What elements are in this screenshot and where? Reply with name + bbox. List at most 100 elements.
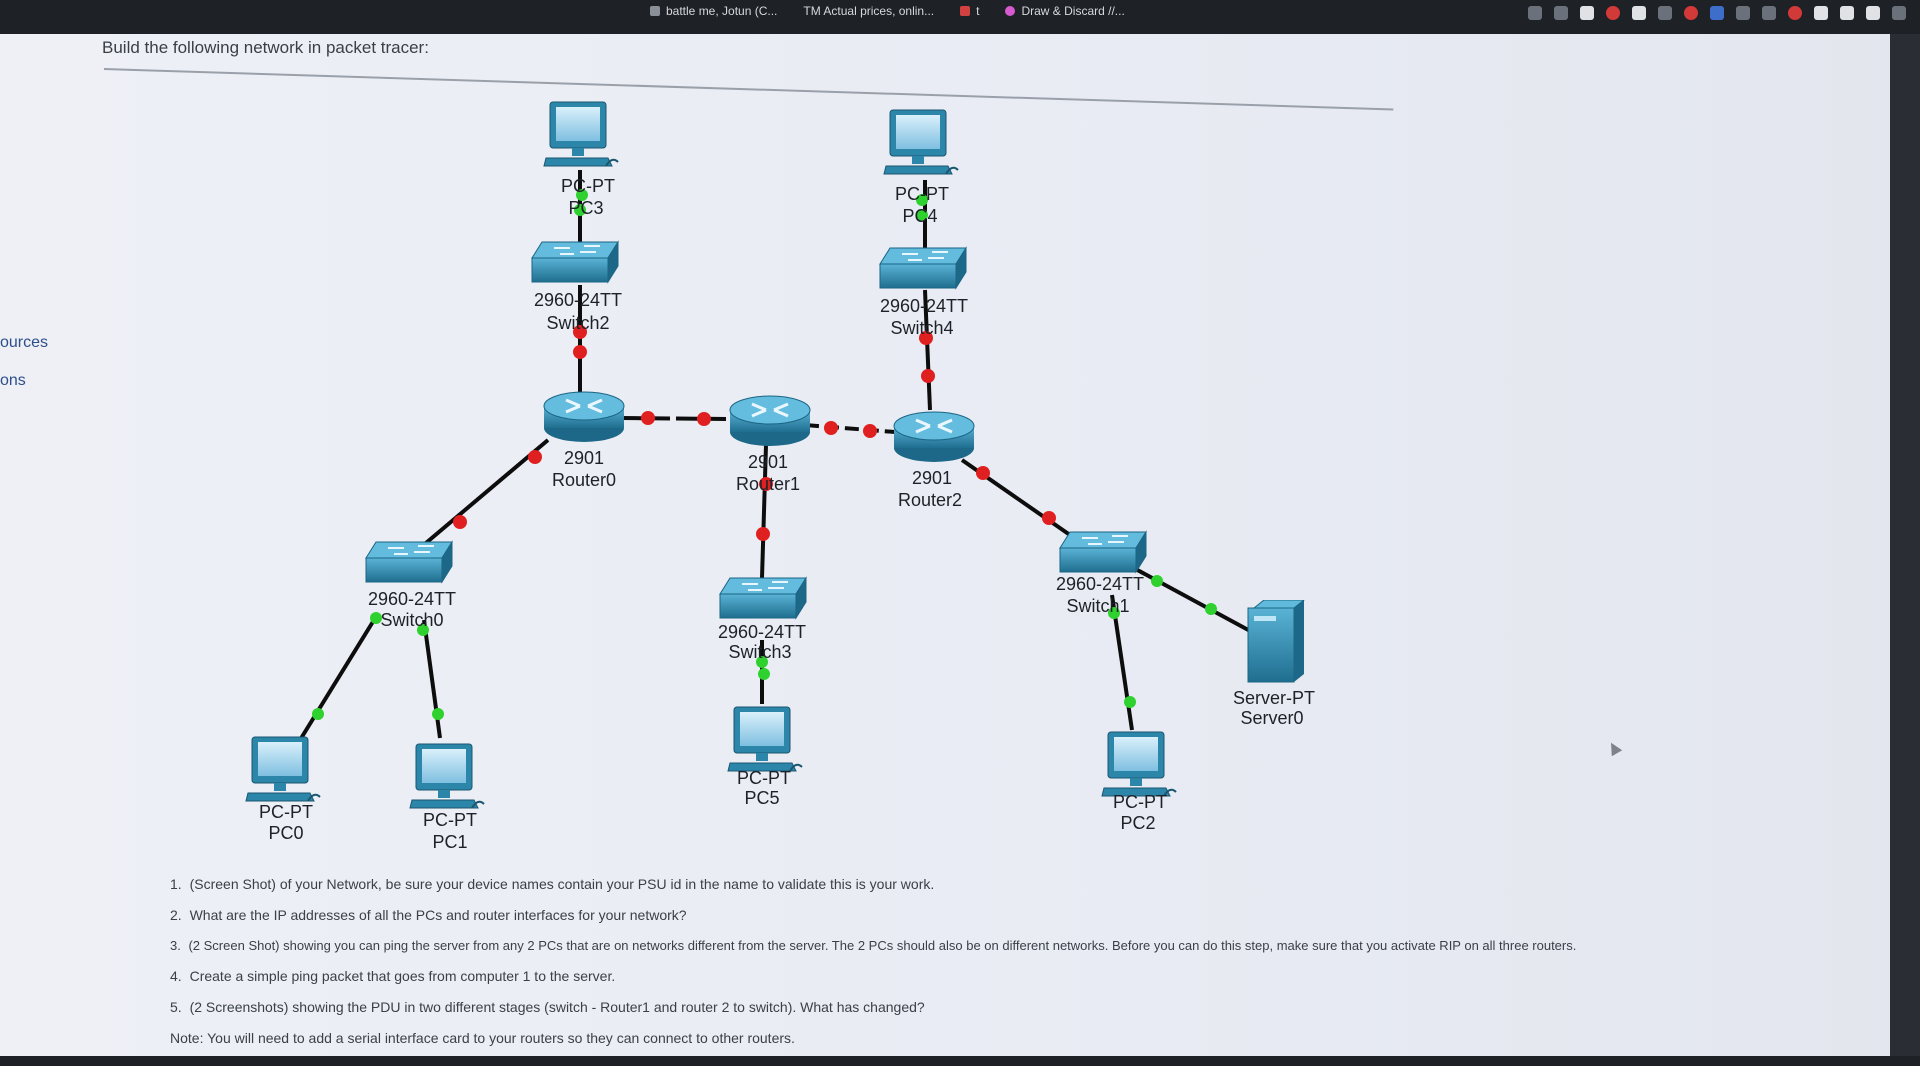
device-name-label: Switch3 [728,642,791,662]
link-switch4-router2 [923,289,932,411]
switch-icon [365,541,453,583]
link-up-indicator [758,668,770,680]
router2-device[interactable]: 2901 Router2 [892,410,976,510]
browser-tab[interactable]: t [960,4,979,18]
link-up-indicator [1108,607,1120,619]
device-name-label: Switch4 [890,318,953,338]
profile-avatar-icon[interactable] [1892,6,1906,20]
bookmark-star-icon[interactable] [1580,6,1594,20]
switch3-device[interactable]: 2960-24TT Switch3 [718,577,807,662]
device-model-label: PC-PT [423,810,477,830]
switch0-device[interactable]: 2960-24TT Switch0 [365,541,456,630]
switch-icon [719,577,807,619]
tab-label: Draw & Discard //... [1021,4,1125,18]
share-icon[interactable] [1554,6,1568,20]
link-up-indicator [432,708,444,720]
pc0-device[interactable]: PC-PT PC0 [245,736,321,843]
extension-toolbar [1528,6,1906,20]
link-down-indicator [573,345,587,359]
sidebar-link-questions[interactable]: ons [0,372,26,389]
device-model-label: 2901 [912,468,952,488]
pc-icon [1101,731,1177,797]
browser-tab[interactable]: battle me, Jotun (C... [650,4,777,18]
switch2-device[interactable]: 2960-24TT Switch2 [531,241,622,333]
pc1-device[interactable]: PC-PT PC1 [409,743,485,852]
assignment-page: Build the following network in packet tr… [0,34,1920,1066]
zoom-icon[interactable] [1528,6,1542,20]
extension-icon[interactable] [1632,6,1646,20]
extension-icon[interactable] [1788,6,1802,20]
sidebar-link-resources[interactable]: ources [0,334,49,351]
link-up-indicator [574,204,586,216]
list-item: 4. Create a simple ping packet that goes… [170,968,1790,984]
reading-list-icon[interactable] [1840,6,1854,20]
extension-icon[interactable] [1658,6,1672,20]
screen-bottom-edge [0,1056,1920,1066]
switch1-device[interactable]: 2960-24TT Switch1 [1056,531,1147,616]
browser-tab[interactable]: TM Actual prices, onlin... [803,4,934,18]
side-panel-icon[interactable] [1866,6,1880,20]
browser-tab[interactable]: Draw & Discard //... [1005,4,1125,18]
link-switch0-pc0 [298,618,376,742]
link-down-indicator [759,477,773,491]
router-icon [542,390,626,444]
link-down-indicator [863,424,877,438]
step-number: 4. [170,968,182,984]
extension-icon[interactable] [1684,6,1698,20]
device-model-label: 2960-24TT [534,290,622,310]
device-name-label: Switch2 [546,313,609,333]
switch-icon [879,247,967,289]
device-name-label: Switch0 [380,610,443,630]
extension-icon[interactable] [1606,6,1620,20]
router0-device[interactable]: 2901 Router0 [542,390,626,490]
screen-edge [1890,34,1920,1066]
assignment-steps: 1. (Screen Shot) of your Network, be sur… [170,876,1790,1046]
server-icon [1247,600,1305,683]
step-number: 3. [170,938,181,953]
extension-icon[interactable] [1736,6,1750,20]
device-name-label: PC3 [568,198,603,218]
step-text: (2 Screenshots) showing the PDU in two d… [189,999,925,1015]
device-model-label: 2960-24TT [368,589,456,609]
device-name-label: PC5 [744,788,779,808]
step-text: What are the IP addresses of all the PCs… [189,907,687,923]
link-switch1-server0 [1129,564,1253,634]
link-down-indicator [641,411,655,425]
device-model-label: PC-PT [1113,792,1167,812]
server0-device[interactable]: Server-PT Server0 [1233,600,1315,728]
pc2-device[interactable]: PC-PT PC2 [1101,731,1177,833]
tab-label: TM Actual prices, onlin... [803,4,935,18]
link-up-indicator [1205,603,1217,615]
device-name-label: Server0 [1240,708,1303,728]
device-model-label: 2901 [748,452,788,472]
pc-icon [245,736,321,802]
pc5-device[interactable]: PC-PT PC5 [727,706,803,808]
link-down-indicator [528,450,542,464]
page-intro-text: Build the following network in packet tr… [102,38,429,57]
tab-label: t [976,4,980,18]
device-model-label: PC-PT [259,802,313,822]
pc4-device[interactable]: PC-PT PC4 [883,109,959,226]
browser-toolbar: battle me, Jotun (C... TM Actual prices,… [0,0,1920,34]
tab-label: battle me, Jotun (C... [666,4,778,18]
link-status-indicators [312,189,1217,720]
router1-device[interactable]: 2901 Router1 [728,394,812,494]
tab-favicon-icon [1005,6,1016,16]
switch4-device[interactable]: 2960-24TT Switch4 [879,247,968,338]
list-item: 2. What are the IP addresses of all the … [170,907,1790,923]
pc-icon [543,101,619,167]
settings-icon[interactable] [1762,6,1776,20]
switch-icon [1059,531,1147,573]
device-name-label: PC1 [432,832,467,852]
device-model-label: 2960-24TT [880,296,968,316]
link-down-indicator [976,466,990,480]
list-item: 3. (2 Screen Shot) showing you can ping … [170,938,1790,953]
link-up-indicator [916,194,928,206]
extension-icon[interactable] [1710,6,1724,20]
device-model-label: 2901 [564,448,604,468]
device-name-label: PC2 [1120,813,1155,833]
puzzle-icon[interactable] [1814,6,1828,20]
step-text: Create a simple ping packet that goes fr… [189,968,616,984]
device-name-label: Router1 [736,474,800,494]
pc3-device[interactable]: PC-PT PC3 [543,101,619,218]
